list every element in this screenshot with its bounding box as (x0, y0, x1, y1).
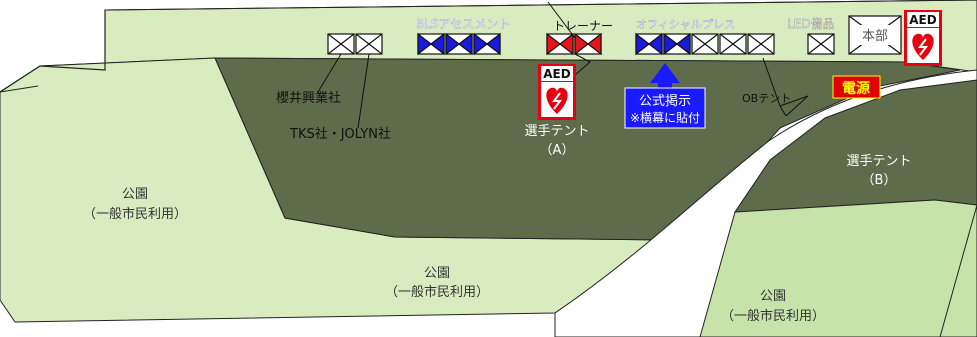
power-box (832, 75, 881, 99)
label-ob-tent: OBテント (742, 92, 791, 105)
label-park-center-1: 公園 (424, 266, 450, 281)
boundary-left (0, 10, 106, 93)
label-aed-top: AED (909, 13, 936, 27)
label-official: オフィシャル (636, 18, 702, 31)
label-park-right-1: 公園 (760, 289, 786, 304)
boundary-top (104, 0, 977, 11)
label-power: 電源 (842, 80, 870, 97)
booth-hq (848, 15, 902, 55)
booth-group-sakurai (327, 33, 383, 55)
label-notice-2: ※横幕に貼付 (630, 110, 700, 125)
booth-group-press (691, 33, 775, 55)
aed-icon-center (538, 64, 576, 120)
notice-box (624, 87, 706, 129)
booth-group-official (635, 32, 691, 56)
edge-line-right (939, 204, 977, 337)
label-player-tent-a-2: （A） (540, 143, 575, 158)
park-right-area (699, 199, 977, 337)
booth-group-bls (417, 32, 501, 56)
label-press: プレス (702, 18, 735, 31)
label-bls: BLSアセスメント (416, 17, 510, 31)
leader-lines (317, 1, 809, 129)
label-notice-1: 公式掲示 (639, 93, 691, 109)
label-player-tent-b-1: 選手テント (846, 154, 911, 169)
label-tks: TKS社・JOLYN社 (289, 126, 391, 142)
booth-group-trainer (546, 32, 602, 56)
label-aed-center: AED (543, 67, 570, 81)
notice-arrow-icon (650, 63, 680, 89)
boundary-left-2 (0, 85, 39, 93)
label-park-left-1: 公園 (122, 187, 148, 202)
label-hq: 本部 (862, 29, 888, 44)
booth-led (807, 33, 835, 55)
label-park-center-2: （一般市民利用） (385, 284, 489, 300)
label-player-tent-a-1: 選手テント (524, 124, 589, 139)
label-park-right-2: （一般市民利用） (721, 308, 825, 324)
label-player-tent-b-2: （B） (862, 173, 897, 188)
label-sakurai: 櫻井興業社 (276, 90, 341, 106)
label-trainer: トレーナー (553, 19, 613, 33)
label-park-left-2: （一般市民利用） (83, 206, 187, 222)
label-led: LED備品 (787, 16, 835, 31)
aed-icon-top-right (904, 10, 942, 66)
